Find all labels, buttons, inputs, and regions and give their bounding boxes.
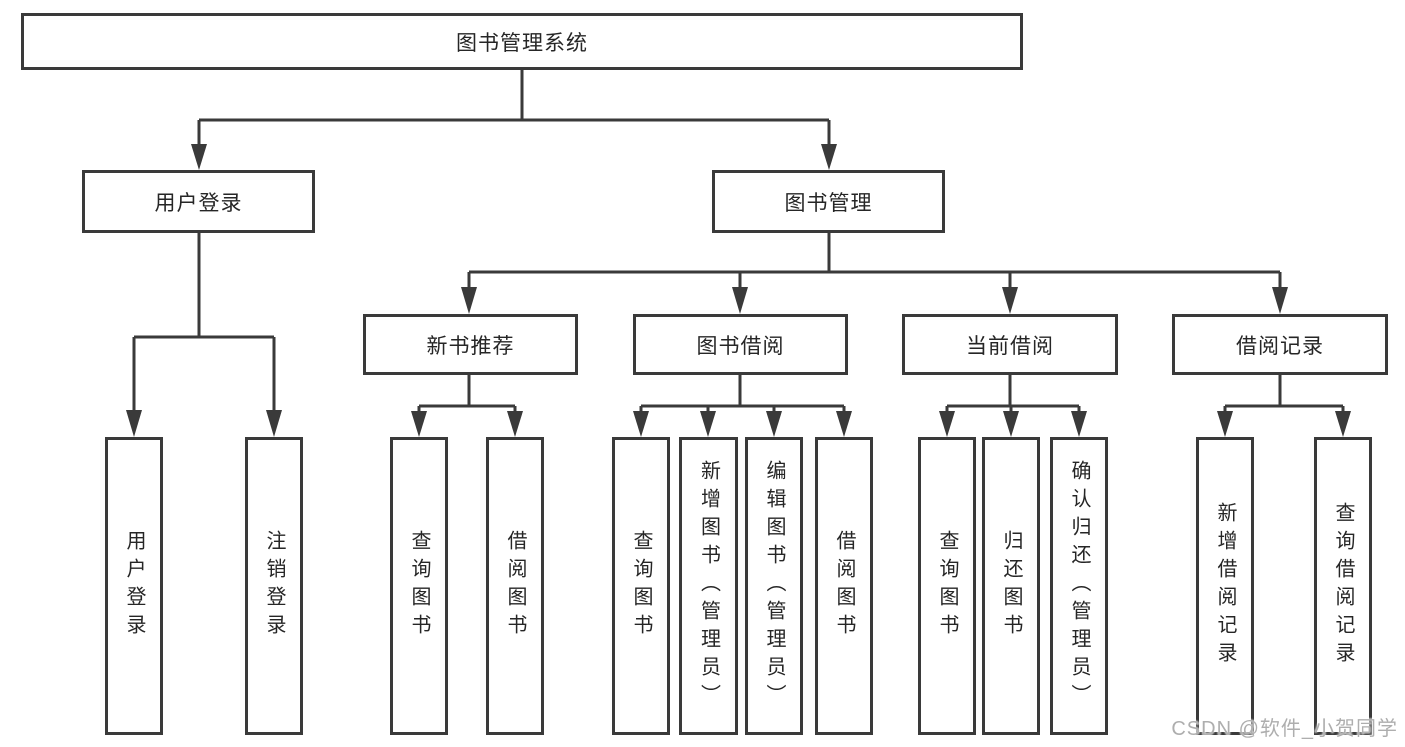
node-book-management: 图书管理	[712, 170, 945, 233]
leaf-add-borrow-record-label: 新增借阅记录	[1214, 502, 1236, 670]
leaf-query-book-newbook: 查询图书	[390, 437, 448, 735]
node-new-book-recommend: 新书推荐	[363, 314, 578, 375]
leaf-logout: 注销登录	[245, 437, 303, 735]
leaf-query-borrow-record-label: 查询借阅记录	[1332, 502, 1354, 670]
leaf-return-book: 归还图书	[982, 437, 1040, 735]
connector-newbook-leaves	[417, 375, 517, 413]
arrowheads-currentborrow-leaves	[939, 411, 1087, 437]
node-borrow-record-label: 借阅记录	[1236, 334, 1324, 358]
leaf-query-book-borrow: 查询图书	[612, 437, 670, 735]
connector-borrowrecord-leaves	[1223, 375, 1345, 413]
leaf-borrow-book: 借阅图书	[815, 437, 873, 735]
leaf-borrow-book-label: 借阅图书	[833, 530, 855, 642]
leaf-edit-book-admin: 编辑图书（管理员）	[745, 437, 803, 735]
arrowheads-newbook-leaves	[411, 411, 523, 437]
leaf-query-book-current-label: 查询图书	[936, 530, 958, 642]
node-root-label: 图书管理系统	[456, 31, 588, 55]
leaf-edit-book-admin-label: 编辑图书（管理员）	[763, 460, 785, 712]
leaf-logout-label: 注销登录	[263, 530, 285, 642]
node-new-book-recommend-label: 新书推荐	[426, 334, 515, 358]
arrowheads-bookborrow-leaves	[633, 411, 852, 437]
leaf-user-login-label: 用户登录	[123, 530, 145, 642]
node-book-management-label: 图书管理	[784, 191, 873, 215]
connector-currentborrow-leaves	[945, 375, 1081, 413]
arrowheads-level2	[191, 144, 837, 170]
connector-root-to-level2	[197, 70, 831, 146]
leaf-query-book-newbook-label: 查询图书	[408, 530, 430, 642]
node-root: 图书管理系统	[21, 13, 1023, 70]
arrowheads-borrowrecord-leaves	[1217, 411, 1351, 437]
leaf-confirm-return-admin-label: 确认归还（管理员）	[1068, 460, 1090, 712]
leaf-borrow-book-newbook-label: 借阅图书	[504, 530, 526, 642]
node-book-borrow: 图书借阅	[633, 314, 848, 375]
arrowheads-level3	[461, 287, 1288, 314]
csdn-watermark: CSDN @软件_小贺同学	[1171, 718, 1398, 740]
node-user-login-label: 用户登录	[154, 191, 243, 215]
node-book-borrow-label: 图书借阅	[696, 334, 785, 358]
arrowheads-userlogin-leaves	[126, 410, 282, 437]
leaf-add-book-admin: 新增图书（管理员）	[679, 437, 738, 735]
leaf-return-book-label: 归还图书	[1000, 530, 1022, 642]
node-borrow-record: 借阅记录	[1172, 314, 1388, 375]
connector-bookborrow-leaves	[639, 375, 846, 413]
leaf-query-book-borrow-label: 查询图书	[630, 530, 652, 642]
node-current-borrow-label: 当前借阅	[966, 334, 1054, 358]
connector-userlogin-leaves	[132, 233, 276, 412]
connector-bookmgmt-to-level3	[467, 233, 1282, 289]
leaf-user-login: 用户登录	[105, 437, 163, 735]
leaf-confirm-return-admin: 确认归还（管理员）	[1050, 437, 1108, 735]
leaf-add-book-admin-label: 新增图书（管理员）	[697, 460, 720, 712]
leaf-add-borrow-record: 新增借阅记录	[1196, 437, 1254, 735]
node-current-borrow: 当前借阅	[902, 314, 1118, 375]
leaf-query-book-current: 查询图书	[918, 437, 976, 735]
node-user-login: 用户登录	[82, 170, 315, 233]
leaf-borrow-book-newbook: 借阅图书	[486, 437, 544, 735]
leaf-query-borrow-record: 查询借阅记录	[1314, 437, 1372, 735]
